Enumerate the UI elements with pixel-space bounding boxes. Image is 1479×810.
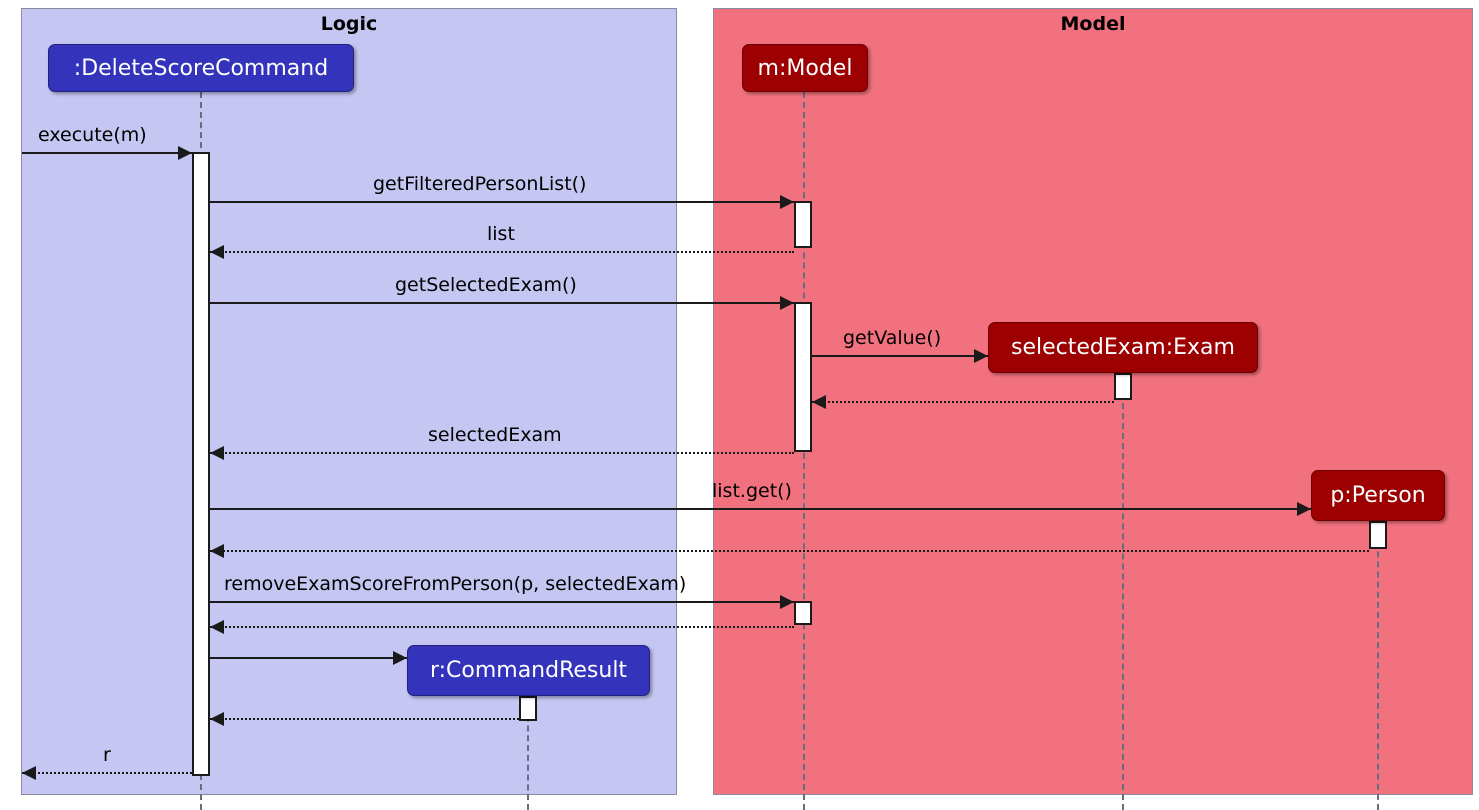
message-line-msg-getSelectedExam	[210, 302, 794, 304]
message-label-msg-getFilteredPersonList: getFilteredPersonList()	[373, 173, 587, 195]
participant-mModel[interactable]: m:Model	[742, 44, 868, 92]
message-line-msg-createCommandResult	[210, 657, 407, 659]
message-line-msg-execute	[22, 152, 192, 154]
arrowhead-msg-personReturn	[210, 544, 224, 558]
activation-bar-act-command	[192, 152, 210, 776]
arrowhead-msg-commandResultReturn	[210, 712, 224, 726]
message-line-msg-commandResultReturn	[210, 718, 519, 720]
message-line-msg-list	[210, 251, 794, 253]
activation-bar-act-commandresult	[519, 696, 537, 721]
arrowhead-msg-createCommandResult	[393, 651, 407, 665]
partition-title-logic: Logic	[320, 13, 378, 35]
arrowhead-msg-r	[22, 766, 36, 780]
participant-label-mModel: m:Model	[757, 55, 853, 81]
arrowhead-msg-getValue	[974, 349, 988, 363]
message-label-msg-r: r	[103, 744, 111, 766]
participant-pPerson[interactable]: p:Person	[1311, 470, 1445, 521]
lifeline-pPerson	[1377, 521, 1379, 810]
arrowhead-msg-list	[210, 245, 224, 259]
activation-bar-act-model-3	[794, 601, 812, 625]
participant-rCommandResult[interactable]: r:CommandResult	[407, 645, 650, 696]
message-label-msg-removeExamScoreFromPerson: removeExamScoreFromPerson(p, selectedExa…	[224, 573, 687, 595]
message-line-msg-r	[22, 772, 192, 774]
arrowhead-msg-removeExamScoreFromPerson	[780, 595, 794, 609]
message-line-msg-removeExamScoreFromPerson	[210, 601, 794, 603]
activation-bar-act-selectedexam	[1114, 373, 1132, 400]
arrowhead-msg-execute	[178, 146, 192, 160]
message-label-msg-listGet: list.get()	[712, 480, 792, 502]
message-label-msg-execute: execute(m)	[38, 124, 147, 146]
participant-label-rCommandResult: r:CommandResult	[429, 658, 628, 683]
arrowhead-msg-getFilteredPersonList	[780, 195, 794, 209]
message-line-msg-removeReturn	[210, 626, 794, 628]
arrowhead-msg-removeReturn	[210, 620, 224, 634]
message-line-msg-selectedExam	[210, 452, 794, 454]
partition-title-model: Model	[1060, 13, 1126, 35]
message-label-msg-selectedExam: selectedExam	[428, 424, 562, 446]
participant-label-pPerson: p:Person	[1330, 483, 1426, 508]
arrowhead-msg-listGet	[1297, 502, 1311, 516]
participant-label-selectedExam: selectedExam:Exam	[1011, 335, 1235, 360]
activation-bar-act-model-1	[794, 201, 812, 248]
message-line-msg-personReturn	[210, 550, 1369, 552]
arrowhead-msg-selectedExam	[210, 446, 224, 460]
arrowhead-msg-getSelectedExam	[780, 296, 794, 310]
lifeline-rCommandResult	[527, 696, 529, 810]
lifeline-selectedExam	[1122, 373, 1124, 810]
arrowhead-msg-examReturn	[812, 395, 826, 409]
participant-label-deleteScoreCommand: :DeleteScoreCommand	[73, 55, 329, 81]
participant-deleteScoreCommand[interactable]: :DeleteScoreCommand	[48, 44, 354, 92]
message-line-msg-examReturn	[812, 401, 1114, 403]
message-line-msg-getFilteredPersonList	[210, 201, 794, 203]
activation-bar-act-person	[1369, 521, 1387, 549]
message-label-msg-getSelectedExam: getSelectedExam()	[395, 274, 577, 296]
message-label-msg-getValue: getValue()	[843, 327, 942, 349]
activation-bar-act-model-2	[794, 302, 812, 452]
participant-selectedExam[interactable]: selectedExam:Exam	[988, 322, 1258, 373]
message-line-msg-listGet	[210, 508, 1311, 510]
message-label-msg-list: list	[487, 223, 515, 245]
message-line-msg-getValue	[812, 355, 988, 357]
